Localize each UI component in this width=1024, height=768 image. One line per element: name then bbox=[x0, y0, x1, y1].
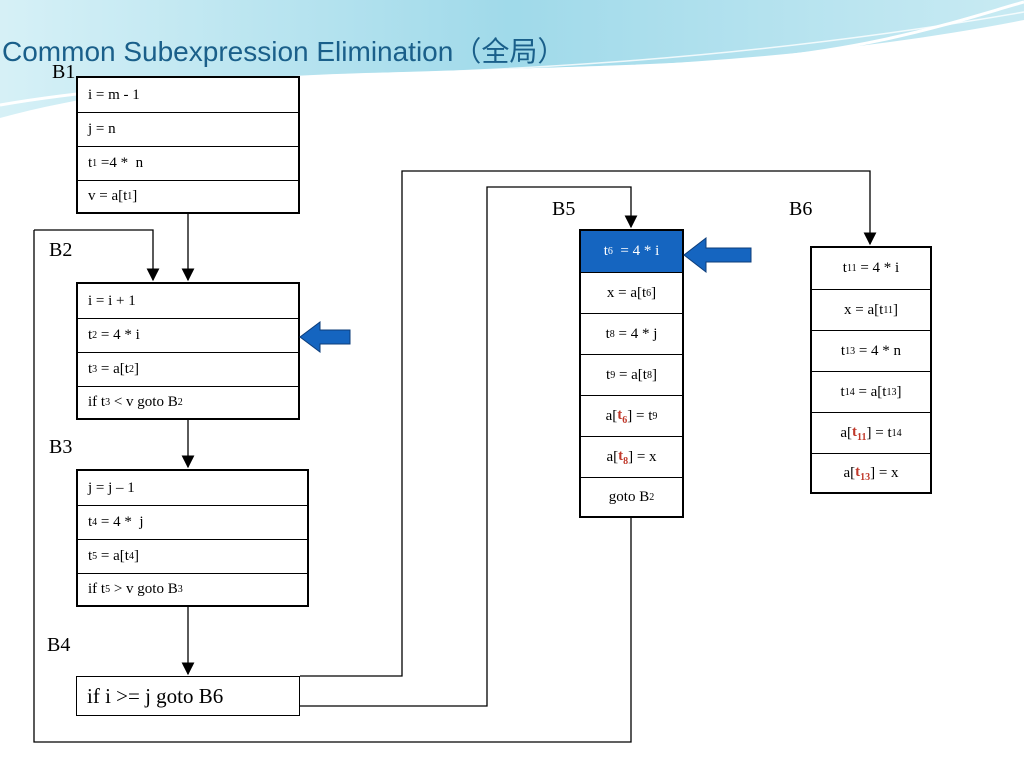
label-b5: B5 bbox=[552, 198, 576, 220]
label-b3: B3 bbox=[49, 436, 73, 458]
left-arrow-icon bbox=[683, 236, 752, 274]
edge-b4-b6 bbox=[300, 170, 877, 677]
b1-stmt-2: j = n bbox=[78, 112, 298, 146]
edge-loop-b2 bbox=[34, 229, 160, 282]
label-b1: B1 bbox=[52, 61, 76, 83]
edge-b5-b2 bbox=[33, 230, 632, 743]
left-arrow-icon bbox=[299, 321, 351, 353]
label-b2: B2 bbox=[49, 239, 73, 261]
b2-stmt-1: i = i + 1 bbox=[88, 292, 136, 309]
slide-title: Common Subexpression Elimination（全局） bbox=[2, 36, 566, 67]
b6-stmt-6: a[t13] = x bbox=[812, 453, 930, 492]
b1-stmt-1: i = m - 1 bbox=[88, 86, 140, 103]
block-b4: if i >= j goto B6 bbox=[76, 676, 300, 716]
label-b6: B6 bbox=[789, 198, 813, 220]
b5-stmt-6: a[t8] = x bbox=[581, 436, 682, 477]
b3-stmt-1: j = j – 1 bbox=[88, 479, 135, 496]
label-b4: B4 bbox=[47, 634, 71, 656]
edge-b4-b5 bbox=[300, 186, 638, 707]
